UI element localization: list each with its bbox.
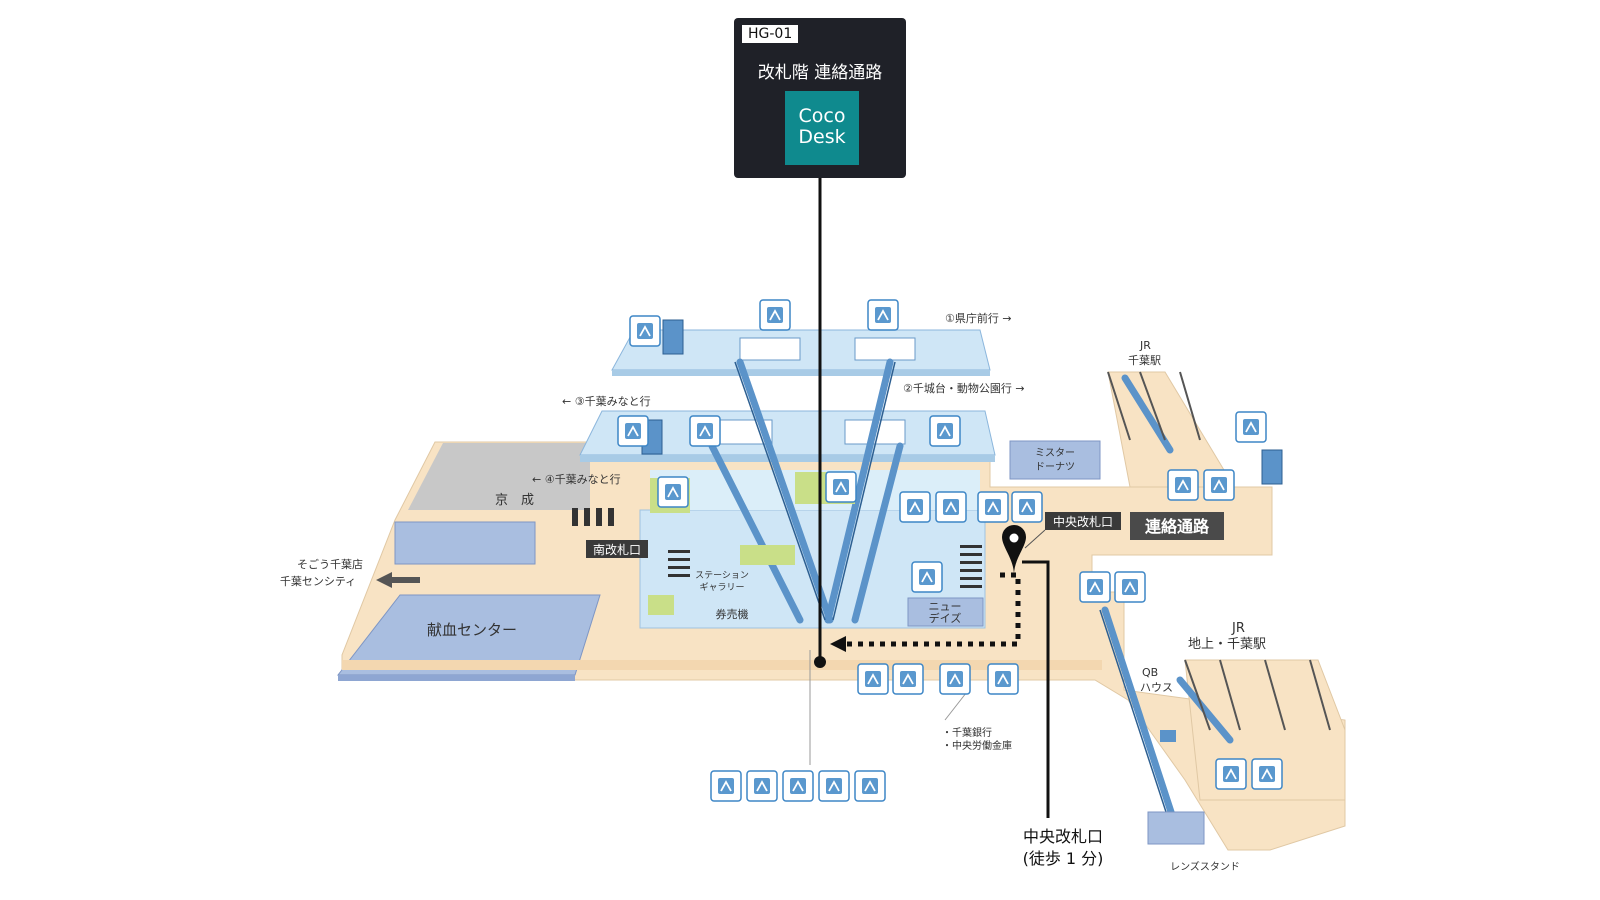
elevator-icon bbox=[629, 315, 661, 347]
passage-chip: 連絡通路 bbox=[1130, 512, 1224, 540]
audio-guide-icon bbox=[854, 770, 886, 802]
newdays-shop bbox=[907, 597, 984, 627]
escalator-icon bbox=[1079, 571, 1111, 603]
escalator-icon bbox=[1167, 469, 1199, 501]
jr-top-label-line2: 千葉駅 bbox=[1128, 353, 1161, 367]
location-pin-icon bbox=[1002, 525, 1026, 575]
station-gallery-label-line1: ステーション bbox=[695, 570, 749, 581]
platform-upper bbox=[611, 329, 991, 376]
elevator-icon bbox=[617, 415, 649, 447]
sogo-label-line2: 千葉センシティ bbox=[280, 574, 356, 588]
header-sign: HG-01 改札階 連絡通路 Coco Desk bbox=[734, 18, 906, 178]
misdo-label-line1: ミスター bbox=[1035, 447, 1075, 459]
elevator-shaft-3 bbox=[1261, 449, 1283, 485]
escalator-icon bbox=[1114, 571, 1146, 603]
facility-icons bbox=[617, 299, 1283, 802]
qb-label-line1: QB bbox=[1142, 666, 1158, 679]
destination-line1: 中央改札口 bbox=[1022, 827, 1103, 846]
lens-stand-label: レンズスタンド bbox=[1170, 860, 1240, 873]
jr-bottom-label-line2: 地上・千葉駅 bbox=[1188, 637, 1266, 652]
passage-label: 連絡通路 bbox=[1145, 517, 1210, 536]
toilet-icon bbox=[657, 476, 689, 508]
ticket-office-icon bbox=[892, 663, 924, 695]
escalator-icon bbox=[867, 299, 899, 331]
qb-house-shop bbox=[1160, 730, 1176, 742]
aed-icon bbox=[911, 561, 943, 593]
lens-stand-shop bbox=[1147, 811, 1205, 845]
toilet-icon bbox=[825, 471, 857, 503]
brand-line2: Desk bbox=[798, 126, 846, 148]
station-gallery bbox=[740, 545, 795, 565]
bus-icon bbox=[935, 491, 967, 523]
jr-platforms-top bbox=[1107, 371, 1201, 441]
sogo-direction-arrow bbox=[376, 572, 420, 588]
elevator-icon bbox=[1235, 411, 1267, 443]
bank-label-line2: ・中央労働金庫 bbox=[942, 739, 1012, 752]
route-arrow-head bbox=[830, 636, 846, 652]
bank-label-line1: ・千葉銀行 bbox=[942, 726, 992, 739]
destination-line2: (徒歩 1 分) bbox=[1022, 849, 1104, 868]
header-title: 改札階 連絡通路 bbox=[757, 63, 883, 83]
escalator-icon bbox=[929, 415, 961, 447]
locker-icon bbox=[857, 663, 889, 695]
blood-center-shop bbox=[336, 594, 601, 681]
destination-caption: 中央改札口 (徒歩 1 分) bbox=[1008, 826, 1118, 870]
south-gate-bars bbox=[572, 508, 690, 577]
route-start-dot bbox=[814, 656, 826, 668]
escalators bbox=[708, 358, 1234, 819]
atm-icon bbox=[987, 663, 1019, 695]
direction-label-1: ①県庁前行 → bbox=[945, 311, 1012, 325]
misdo-label-line2: ドーナツ bbox=[1035, 461, 1075, 473]
central-gate-chip: 中央改札口 bbox=[1045, 512, 1121, 530]
baby-care-icon bbox=[782, 770, 814, 802]
concourse-edge bbox=[342, 660, 1102, 670]
elevator-shaft-1 bbox=[662, 319, 684, 355]
south-gate-chip: 南改札口 bbox=[586, 540, 648, 558]
escalator-rails bbox=[734, 361, 1168, 816]
direction-label-4: ← ④千葉みなと行 bbox=[532, 472, 621, 486]
sogo-label-line1: そごう千葉店 bbox=[297, 557, 363, 571]
direction-label-3: ← ③千葉みなと行 bbox=[562, 394, 651, 408]
newdays-label-line1: ニュー bbox=[929, 600, 962, 613]
english-desk-icon bbox=[1011, 491, 1043, 523]
keisei-area bbox=[394, 443, 590, 565]
station-gallery-label-line2: ギャラリー bbox=[699, 582, 744, 593]
nursing-icon bbox=[818, 770, 850, 802]
ticket-machine-zone bbox=[648, 595, 674, 615]
escalator-icon bbox=[759, 299, 791, 331]
keisei-label: 京 成 bbox=[495, 493, 534, 508]
jr-top-label-line1: JR bbox=[1139, 339, 1151, 352]
escalator-icon bbox=[1203, 469, 1235, 501]
ticket-icon bbox=[899, 491, 931, 523]
escalator-icon bbox=[689, 415, 721, 447]
jr-platforms-bottom bbox=[1184, 659, 1331, 731]
newdays-label-line2: デイズ bbox=[929, 611, 962, 625]
route-line-destination bbox=[1022, 560, 1050, 818]
central-gate-leader bbox=[1024, 529, 1046, 549]
qb-label-line2: ハウス bbox=[1140, 681, 1173, 694]
central-gate-bars bbox=[960, 545, 982, 588]
escalator-icon bbox=[1251, 758, 1283, 790]
direction-label-2: ②千城台・動物公園行 → bbox=[903, 381, 1025, 395]
central-gate-label: 中央改札口 bbox=[1053, 514, 1113, 529]
south-gate-label: 南改札口 bbox=[593, 542, 641, 557]
info-desk-icon bbox=[977, 491, 1009, 523]
brand-line1: Coco bbox=[798, 105, 846, 127]
restroom-accessible-icon bbox=[746, 770, 778, 802]
cocodesk-logo: Coco Desk bbox=[785, 91, 859, 165]
header-code: HG-01 bbox=[742, 25, 799, 43]
blood-center-label: 献血センター bbox=[427, 621, 517, 639]
misdo-shop bbox=[1009, 440, 1101, 480]
ticket-machine-label: 券売機 bbox=[716, 607, 749, 621]
jr-bottom-label-line1: JR bbox=[1231, 621, 1245, 636]
wheelchair-icon bbox=[710, 770, 742, 802]
escalator-icon bbox=[1215, 758, 1247, 790]
photo-booth-icon bbox=[939, 663, 971, 695]
